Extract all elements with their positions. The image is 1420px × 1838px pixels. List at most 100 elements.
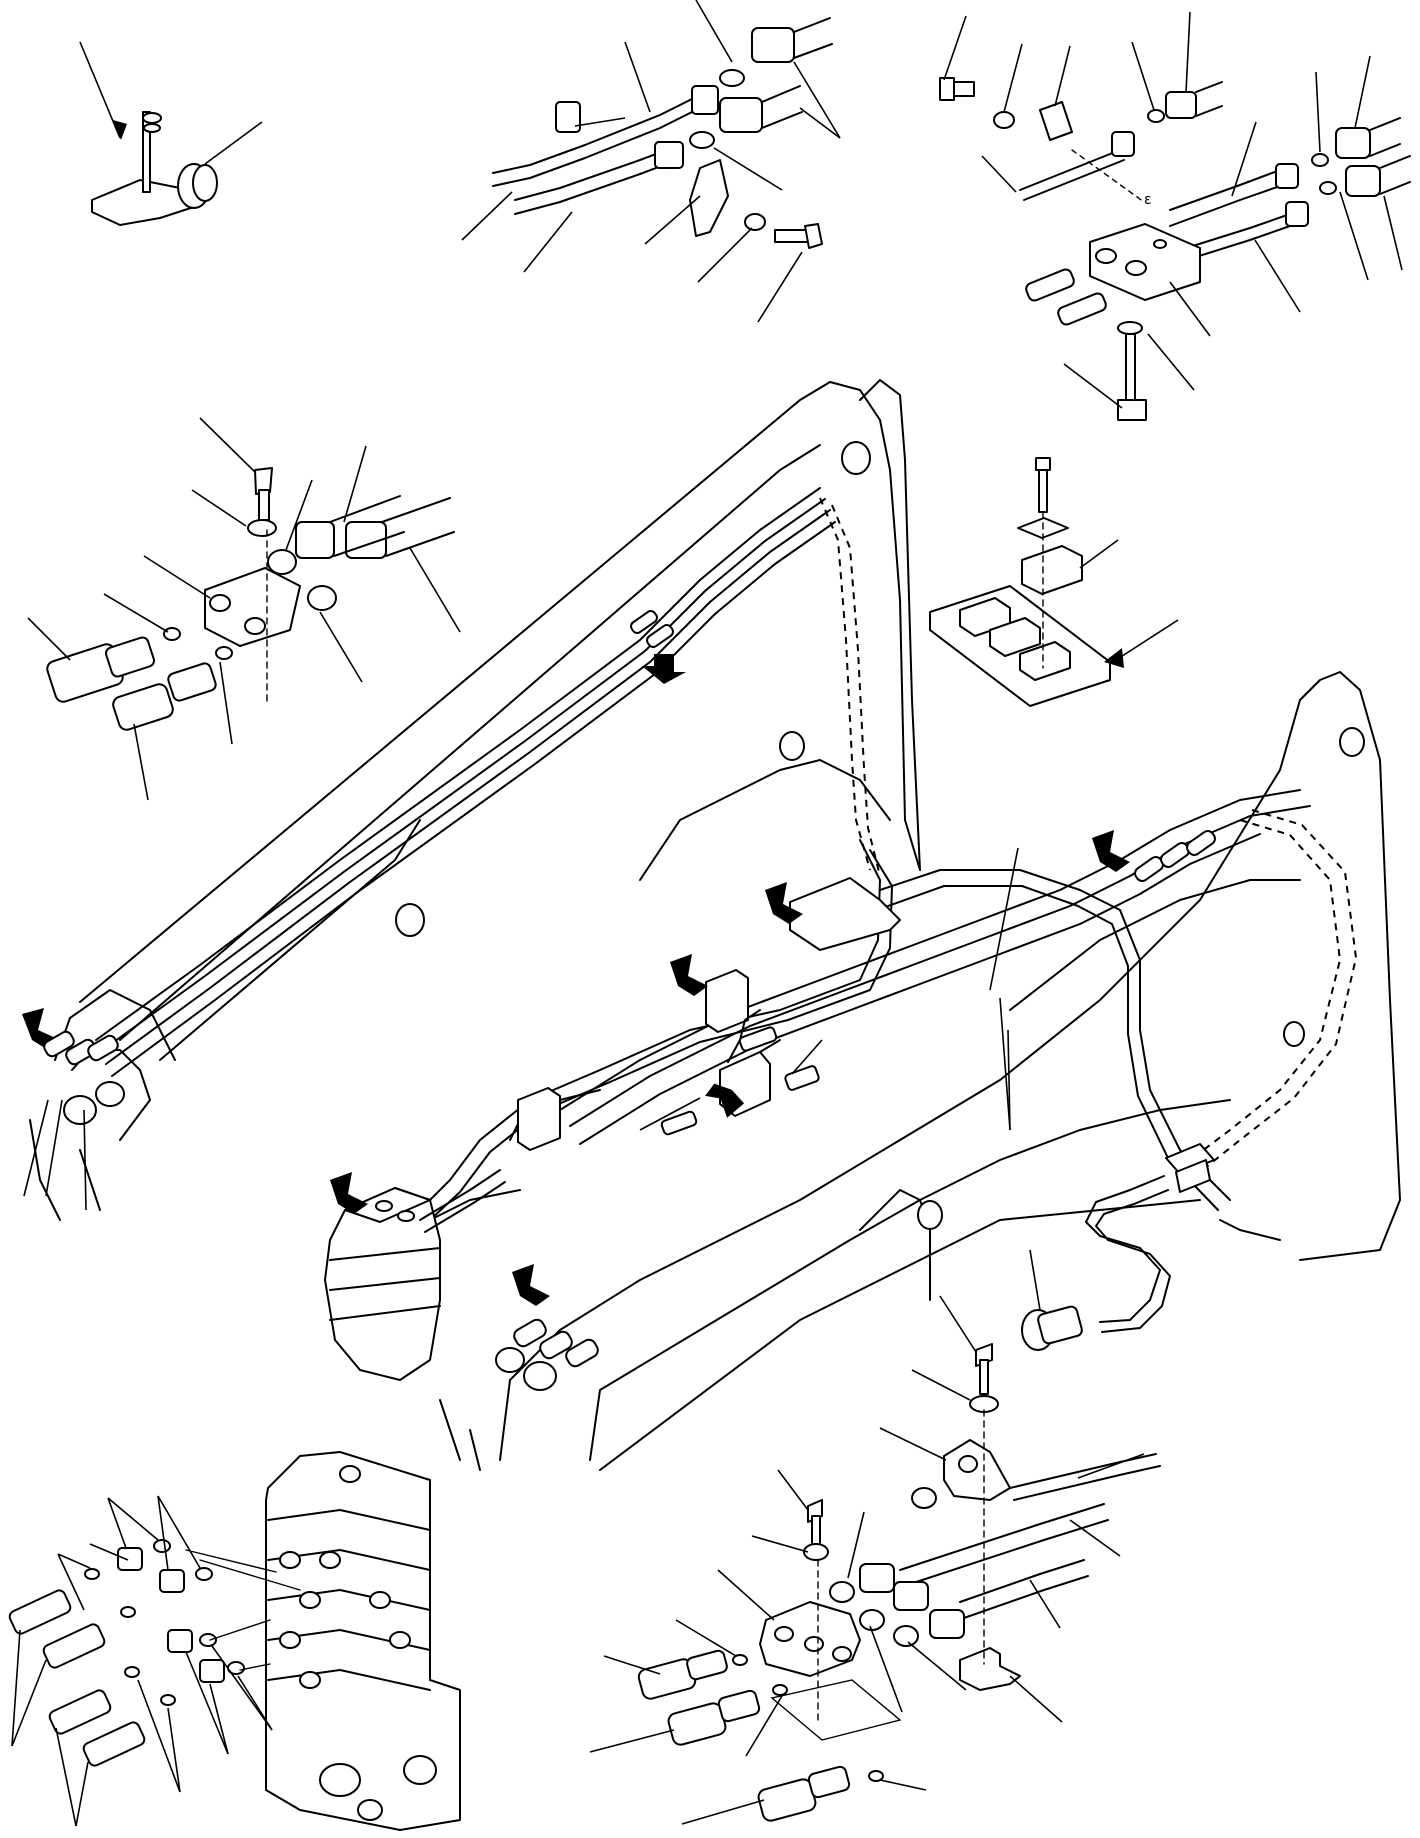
leader-line (107, 1497, 127, 1549)
leader-line (1077, 1453, 1145, 1479)
tube (492, 107, 701, 187)
fitting (565, 1338, 599, 1368)
bolt (258, 489, 270, 521)
bolt (1038, 469, 1048, 513)
bolt-head (1117, 399, 1147, 421)
hose (1379, 155, 1411, 195)
tube (1013, 1465, 1161, 1501)
boom-end-lines (29, 1119, 101, 1221)
plate-outline (770, 1679, 902, 1741)
leader-line (211, 1645, 273, 1731)
washer (1117, 321, 1143, 335)
leader-line (11, 1659, 47, 1747)
hose-line (559, 789, 1301, 1111)
hose-line (99, 498, 826, 1053)
boom-edge (1219, 1219, 1281, 1241)
pointer-arrow (670, 954, 708, 996)
pointer-arrow (330, 1172, 368, 1214)
hose-end (719, 97, 763, 133)
hidden-hose (831, 504, 881, 877)
boom-end-lines (439, 1399, 481, 1471)
valve-port (319, 1551, 341, 1569)
leader-line (1079, 539, 1119, 569)
leader-line (799, 107, 841, 139)
pointer-arrow (1092, 830, 1130, 872)
clamp-hole (1095, 248, 1117, 264)
hose-line (879, 869, 1231, 1201)
leader-line (57, 1553, 91, 1569)
hose (1025, 268, 1075, 302)
hose-fitting (1111, 131, 1135, 157)
hose (761, 85, 803, 129)
clip (1039, 101, 1073, 141)
leader-line (11, 1629, 21, 1747)
clamp-block (517, 1087, 561, 1151)
fitting (630, 610, 658, 634)
tube (1023, 159, 1125, 201)
boom-arm-left (29, 379, 921, 1221)
hose-end (751, 27, 795, 63)
leader-line (409, 547, 461, 633)
hose-end (1165, 91, 1197, 119)
o-ring (1147, 109, 1165, 123)
bolt-head (1035, 457, 1051, 471)
hose (381, 497, 455, 557)
fitting (539, 1330, 573, 1360)
valve-port (403, 1755, 437, 1785)
leader-line (999, 997, 1011, 1131)
plate-hole (244, 617, 266, 635)
clamp-block (1021, 545, 1083, 595)
solenoid-connector (738, 1026, 778, 1052)
valve-hose (419, 1169, 501, 1221)
leader-line (1007, 1029, 1011, 1131)
nut (893, 1625, 919, 1647)
hose-line (1009, 879, 1301, 1011)
leader-line (1131, 41, 1155, 111)
electrical-connector (1165, 1143, 1215, 1175)
boom-fittings (43, 610, 1216, 1368)
bracket (943, 1439, 1011, 1501)
leader-line (745, 1695, 783, 1757)
leader-line (989, 847, 1019, 991)
leader-line (89, 1543, 129, 1561)
boom-edge (119, 444, 821, 1041)
leader-line (1147, 333, 1195, 391)
nut (267, 549, 297, 575)
o-ring (163, 627, 181, 641)
hose (329, 495, 405, 557)
tube (903, 1519, 1109, 1587)
valve-port (389, 1631, 411, 1649)
solenoid-lines (727, 1009, 781, 1063)
bolt (811, 1515, 821, 1545)
hose-line (95, 487, 821, 1041)
valve-port (299, 1671, 321, 1689)
valve-block-sections (267, 1509, 431, 1691)
detail-top-left (79, 41, 263, 226)
hose-end (893, 1581, 929, 1611)
hose-end (42, 1623, 106, 1669)
main-view-leaders (23, 847, 1019, 1211)
boom-outline (499, 671, 1401, 1461)
leader-line (45, 1099, 63, 1197)
nut (859, 1609, 885, 1631)
pivot-pin (1339, 727, 1365, 757)
tube (959, 1559, 1085, 1603)
leader-line (107, 1497, 159, 1541)
o-ring (84, 1568, 100, 1580)
leader-line (847, 1511, 865, 1579)
leader-line (939, 1295, 977, 1353)
fitting (167, 1629, 193, 1653)
grommet-face (192, 164, 218, 202)
leader-line (285, 479, 313, 551)
leader-line (793, 61, 841, 139)
leader-line (589, 1729, 675, 1753)
quick-coupler-nipple (105, 636, 155, 678)
clamp-block (705, 969, 749, 1033)
pivot-pin (779, 731, 805, 761)
leader-line (461, 191, 513, 241)
leader-line (204, 121, 263, 165)
detail-top-right: ε (939, 11, 1411, 421)
tube (1169, 169, 1281, 211)
leader-line (83, 1109, 87, 1211)
